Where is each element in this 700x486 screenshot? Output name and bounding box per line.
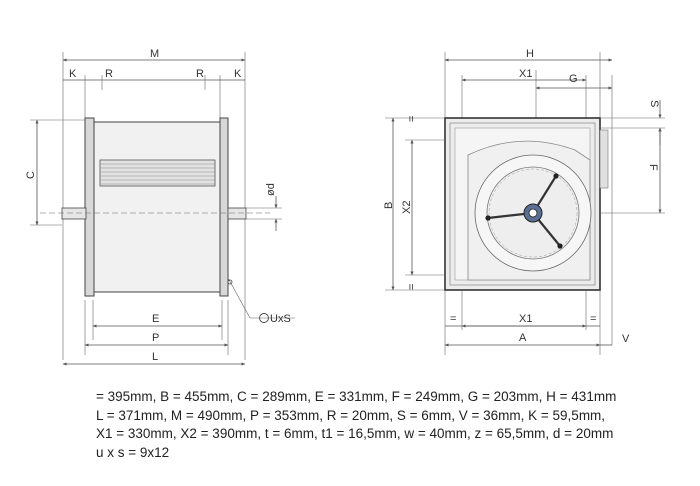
label-x2: X2 xyxy=(401,201,413,214)
specification-list: = 395mm, B = 455mm, C = 289mm, E = 331mm… xyxy=(96,388,696,462)
label-r-left: R xyxy=(105,68,113,80)
label-p: P xyxy=(152,332,159,344)
label-h: H xyxy=(526,48,534,60)
label-f: F xyxy=(647,164,659,171)
label-e: E xyxy=(152,313,159,325)
front-view: H X1 G S F xyxy=(383,48,665,355)
label-g: G xyxy=(569,73,578,85)
label-x1-top: X1 xyxy=(519,68,532,80)
spec-line-4: u x s = 9x12 xyxy=(96,444,170,460)
label-eq-b-bottom: = xyxy=(406,284,418,290)
label-m: M xyxy=(150,48,159,60)
label-b: B xyxy=(383,202,395,209)
spec-line-1: = 395mm, B = 455mm, C = 289mm, E = 331mm… xyxy=(96,389,617,404)
label-od: ød xyxy=(265,183,277,196)
label-l: L xyxy=(152,351,158,363)
label-s: S xyxy=(648,100,660,107)
label-r-right: R xyxy=(196,68,204,80)
spec-line-3: X1 = 330mm, X2 = 390mm, t = 6mm, t1 = 16… xyxy=(96,426,614,442)
label-k-left: K xyxy=(69,68,77,80)
label-x1-bottom: X1 xyxy=(519,313,532,325)
label-uxs: UxS xyxy=(270,313,291,325)
label-eq-left: = xyxy=(450,313,456,325)
spec-line-2: L = 371mm, M = 490mm, P = 353mm, R = 20m… xyxy=(96,407,606,423)
label-eq-b-top: = xyxy=(406,116,418,122)
label-a: A xyxy=(519,332,527,344)
side-view: M K R R K C xyxy=(25,48,295,366)
label-v: V xyxy=(622,333,630,345)
label-eq-right: = xyxy=(590,313,596,325)
label-c: C xyxy=(25,171,37,179)
technical-drawing: M K R R K C xyxy=(25,48,665,366)
label-k-right: K xyxy=(234,68,242,80)
